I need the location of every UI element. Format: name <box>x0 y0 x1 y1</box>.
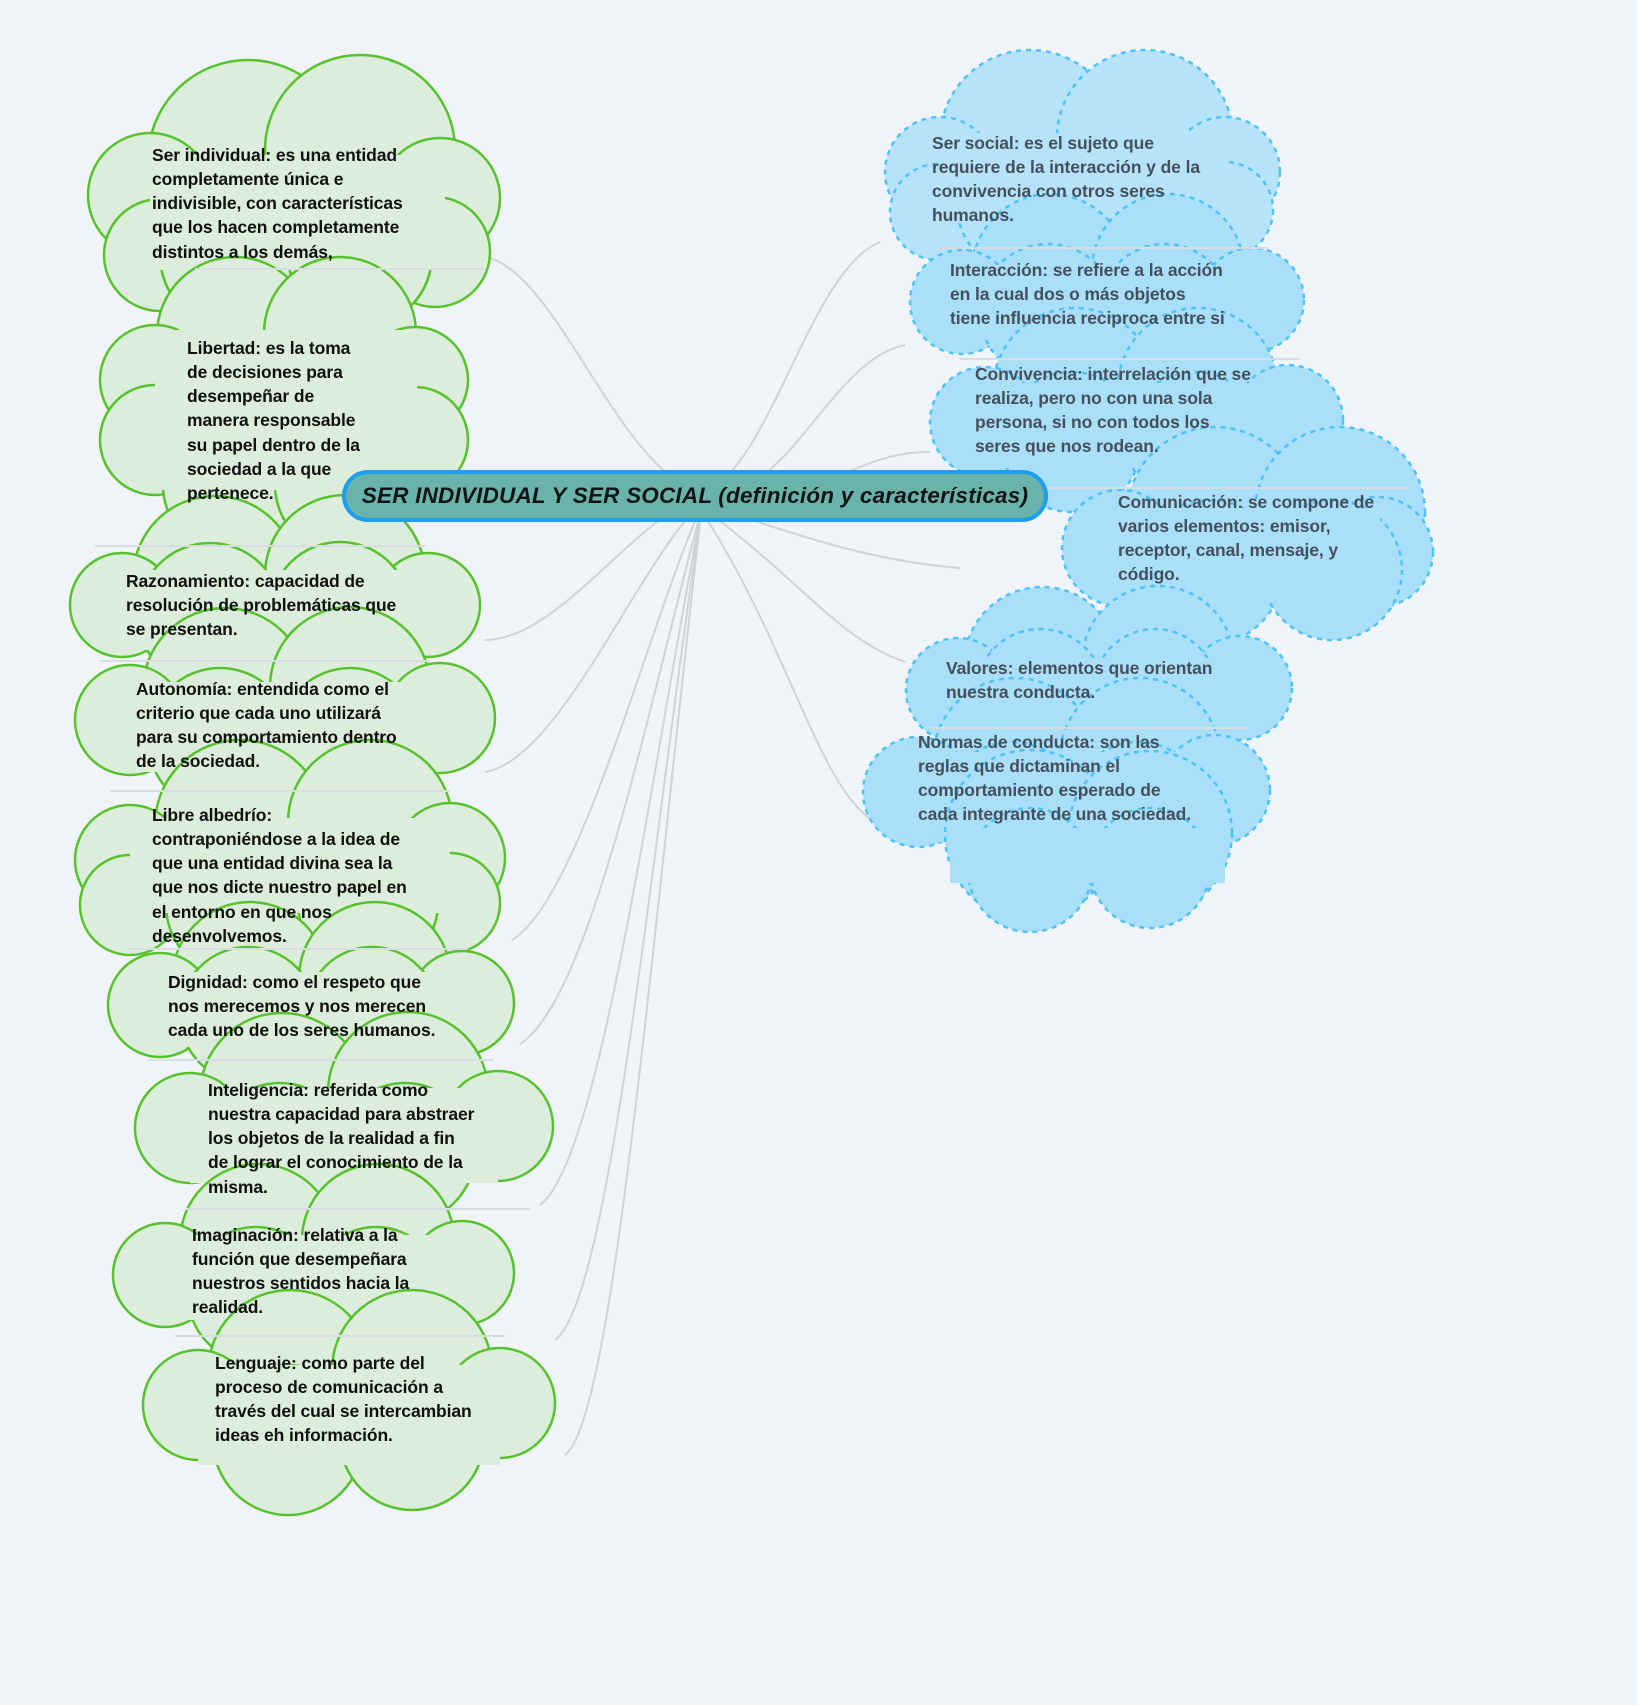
node-inteligencia[interactable]: Inteligencia: referida como nuestra capa… <box>208 1078 538 1199</box>
node-ser-social[interactable]: Ser social: es el sujeto que requiere de… <box>932 131 1262 228</box>
node-dignidad[interactable]: Dignidad: como el respeto que nos merece… <box>168 970 498 1042</box>
node-libre-albedrio[interactable]: Libre albedrío: contraponiéndose a la id… <box>152 803 482 948</box>
node-separator <box>195 268 485 270</box>
node-razonamiento[interactable]: Razonamiento: capacidad de resolución de… <box>126 569 446 641</box>
node-interaccion[interactable]: Interacción: se refiere a la acción en l… <box>950 258 1290 330</box>
node-separator <box>110 790 450 792</box>
node-comunicacion[interactable]: Comunicación: se compone de varios eleme… <box>1118 490 1438 587</box>
node-inteligencia-label: Inteligencia: referida como nuestra capa… <box>208 1080 475 1197</box>
node-autonomia-label: Autonomía: entendida como el criterio qu… <box>136 679 397 772</box>
node-lenguaje-label: Lenguaje: como parte del proceso de comu… <box>215 1353 472 1446</box>
node-separator <box>148 1059 493 1061</box>
node-ser-social-label: Ser social: es el sujeto que requiere de… <box>932 133 1200 226</box>
node-separator <box>95 545 425 547</box>
node-separator <box>930 727 1250 729</box>
node-valores[interactable]: Valores: elementos que orientan nuestra … <box>946 656 1276 704</box>
node-razonamiento-label: Razonamiento: capacidad de resolución de… <box>126 571 397 640</box>
node-libre-albedrio-label: Libre albedrío: contraponiéndose a la id… <box>152 805 407 946</box>
node-dignidad-label: Dignidad: como el respeto que nos merece… <box>168 972 436 1041</box>
central-topic-node[interactable]: SER INDIVIDUAL Y SER SOCIAL (definición … <box>342 470 1048 522</box>
node-autonomia[interactable]: Autonomía: entendida como el criterio qu… <box>136 677 461 774</box>
node-separator <box>960 358 1300 360</box>
node-valores-label: Valores: elementos que orientan nuestra … <box>946 658 1213 703</box>
node-normas-de-conducta[interactable]: Normas de conducta: son las reglas que d… <box>918 730 1258 827</box>
node-lenguaje[interactable]: Lenguaje: como parte del proceso de comu… <box>215 1351 535 1448</box>
node-interaccion-label: Interacción: se refiere a la acción en l… <box>950 260 1225 329</box>
node-separator <box>100 660 430 662</box>
node-imaginacion[interactable]: Imaginación: relativa a la función que d… <box>192 1223 492 1320</box>
node-convivencia-label: Convivencia: interrelación que se realiz… <box>975 364 1251 457</box>
node-separator <box>938 247 1268 249</box>
node-ser-individual-label: Ser individual: es una entidad completam… <box>152 145 403 262</box>
node-imaginacion-label: Imaginación: relativa a la función que d… <box>192 1225 410 1318</box>
node-separator <box>175 1335 505 1337</box>
node-separator <box>186 1208 531 1210</box>
node-libertad-label: Libertad: es la toma de decisiones para … <box>187 338 360 503</box>
node-normas-de-conducta-label: Normas de conducta: son las reglas que d… <box>918 732 1191 825</box>
central-topic-label: SER INDIVIDUAL Y SER SOCIAL (definición … <box>361 483 1029 508</box>
node-comunicacion-label: Comunicación: se compone de varios eleme… <box>1118 492 1374 585</box>
node-ser-individual[interactable]: Ser individual: es una entidad completam… <box>152 143 472 264</box>
node-separator <box>1018 487 1408 489</box>
node-separator <box>128 948 468 950</box>
node-convivencia[interactable]: Convivencia: interrelación que se realiz… <box>975 362 1305 459</box>
